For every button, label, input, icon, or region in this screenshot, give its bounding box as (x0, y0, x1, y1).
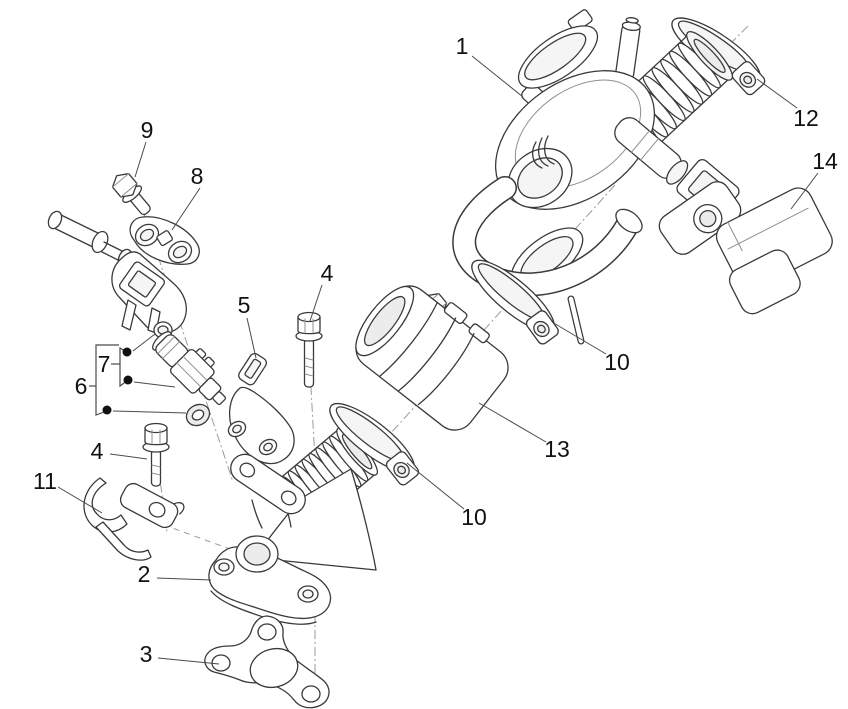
sensor-body (111, 251, 187, 334)
callout-label-14: 14 (812, 148, 838, 174)
callout-label-7: 7 (98, 351, 111, 377)
part-fitting-8-group (47, 210, 200, 334)
callout-label-1: 1 (456, 33, 469, 59)
throttle-lower-block (658, 181, 742, 255)
reference-dot-7-1 (123, 375, 133, 385)
dot-leader-6-0 (112, 410, 187, 414)
leader-line-2 (156, 577, 212, 581)
throttle-return-spring (531, 135, 555, 169)
leader-line-3 (157, 657, 220, 665)
reference-dot-7-0 (122, 347, 132, 357)
leader-line-4a (309, 284, 323, 322)
manifold-body (255, 468, 377, 571)
callout-label-3: 3 (140, 641, 153, 667)
part-band-clamp-10-lower (329, 402, 420, 486)
leader-line-8 (171, 187, 201, 231)
dot-leader-7-0 (132, 333, 156, 352)
callout-label-4a: 4 (321, 260, 334, 286)
leader-line-12 (756, 78, 798, 109)
callout-label-4b: 4 (91, 438, 104, 464)
leader-line-9 (134, 141, 147, 178)
leader-line-10a (551, 321, 607, 355)
leader-line-10b (406, 462, 465, 510)
manifold-arm (230, 453, 306, 529)
reference-dot-6-0 (102, 405, 112, 415)
axis-line-injector-axis (141, 207, 234, 483)
leader-line-1 (471, 55, 524, 98)
callout-label-13: 13 (544, 436, 570, 462)
reference-bracket-6 (95, 344, 119, 416)
leader-line-14 (790, 172, 819, 210)
leader-line-13 (478, 402, 547, 443)
part-band-clamp-10-upper (471, 259, 559, 345)
part-o-ring-washer (185, 403, 211, 427)
leader-line-4b (109, 453, 148, 460)
leader-line-5 (246, 317, 257, 359)
part-cover-14 (715, 187, 833, 315)
callout-label-9: 9 (141, 117, 154, 143)
dot-leader-7-1 (133, 381, 176, 388)
part-injector-6 (152, 331, 227, 406)
part-bolt-4-upper (295, 311, 323, 388)
part-intake-manifold-2 (208, 427, 378, 625)
part-bracket-5 (227, 352, 295, 465)
dowel-pin (567, 295, 585, 345)
callout-label-5: 5 (238, 292, 251, 318)
part-bolt-9 (111, 172, 151, 216)
callout-label-12: 12 (793, 105, 819, 131)
part-bolt-4-lower (142, 422, 170, 487)
callout-label-8: 8 (191, 163, 204, 189)
throttle-top-pipe (615, 17, 641, 80)
callout-label-11: 11 (33, 468, 57, 494)
parts-artwork (47, 9, 833, 709)
leader-line-11 (57, 486, 103, 514)
callout-label-6: 6 (75, 373, 88, 399)
callout-label-10b: 10 (461, 504, 487, 530)
part-spring-clip-11 (83, 477, 185, 561)
idle-actuator (614, 117, 689, 185)
bracket-plate-8 (129, 216, 200, 265)
part-coupling-sleeve-13 (355, 285, 509, 431)
part-gasket-3 (204, 615, 330, 709)
callout-label-10a: 10 (604, 349, 630, 375)
callout-label-2: 2 (138, 561, 151, 587)
